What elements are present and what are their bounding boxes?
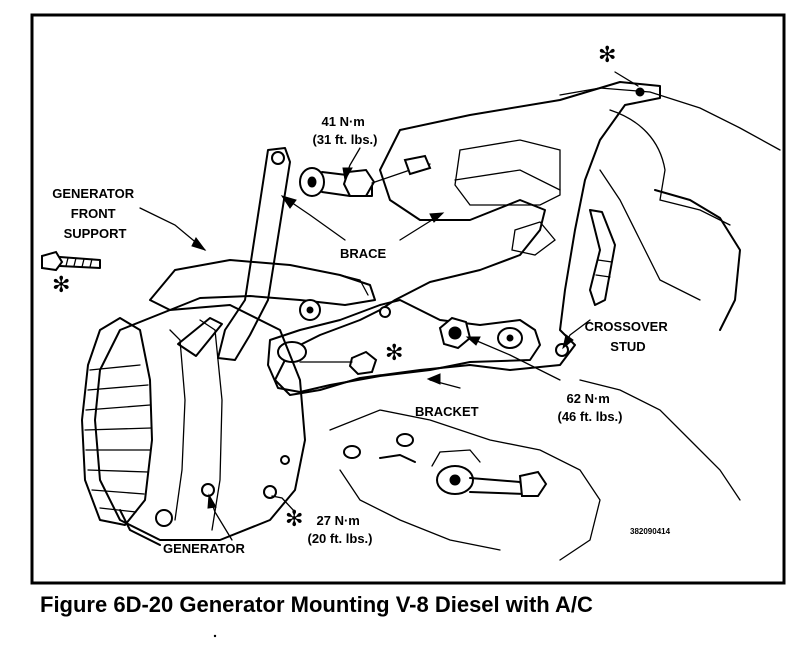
- torque-brace-bolt-imperial: (31 ft. lbs.): [312, 132, 377, 147]
- brace: [217, 147, 291, 361]
- torque-bracket-nut: 62 N·m (46 ft. lbs.): [557, 391, 622, 424]
- label-bracket: BRACKET: [415, 404, 479, 419]
- label-generator: GENERATOR: [163, 541, 245, 556]
- figure-caption: Figure 6D-20 Generator Mounting V-8 Dies…: [40, 592, 593, 617]
- torque-generator-bolt: 27 N·m (20 ft. lbs.): [307, 513, 372, 546]
- asterisk-front-support-bolt: ✻: [52, 273, 70, 298]
- bracket-nut: [299, 316, 472, 376]
- generator-front-support: [149, 259, 376, 321]
- asterisk-bracket-bolt: ✻: [385, 341, 403, 366]
- brace-bolt: [299, 154, 432, 197]
- label-generator-front-support-line1: GENERATOR: [52, 186, 134, 201]
- asterisk-crossover-nut: ✻: [598, 43, 616, 68]
- label-generator-front-support-line3: SUPPORT: [64, 226, 127, 241]
- figure-frame: [30, 13, 786, 585]
- lower-fasteners: [343, 433, 548, 497]
- lower-bracket: [267, 299, 569, 393]
- label-crossover-stud-line1: CROSSOVER: [585, 319, 669, 334]
- torque-generator-bolt-metric: 27 N·m: [317, 513, 360, 528]
- image-code: 382090414: [630, 527, 671, 536]
- torque-brace-bolt-metric: 41 N·m: [322, 114, 365, 129]
- engine-outline: [329, 87, 781, 561]
- torque-bracket-nut-metric: 62 N·m: [567, 391, 610, 406]
- crossover-stud: [589, 209, 616, 306]
- bracket-plate: [274, 81, 661, 396]
- stray-dot: [213, 634, 217, 638]
- label-generator-front-support: GENERATOR FRONT SUPPORT: [52, 186, 137, 241]
- leader-lines: [139, 71, 639, 541]
- front-support-bolt: [41, 250, 101, 272]
- label-crossover-stud: CROSSOVER STUD: [585, 319, 672, 354]
- generator-body: [81, 304, 306, 546]
- label-brace: BRACE: [340, 246, 387, 261]
- torque-brace-bolt: 41 N·m (31 ft. lbs.): [312, 114, 377, 147]
- label-crossover-stud-line2: STUD: [610, 339, 645, 354]
- torque-generator-bolt-imperial: (20 ft. lbs.): [307, 531, 372, 546]
- asterisk-generator-torque: ✻: [285, 507, 303, 532]
- torque-bracket-nut-imperial: (46 ft. lbs.): [557, 409, 622, 424]
- label-generator-front-support-line2: FRONT: [71, 206, 116, 221]
